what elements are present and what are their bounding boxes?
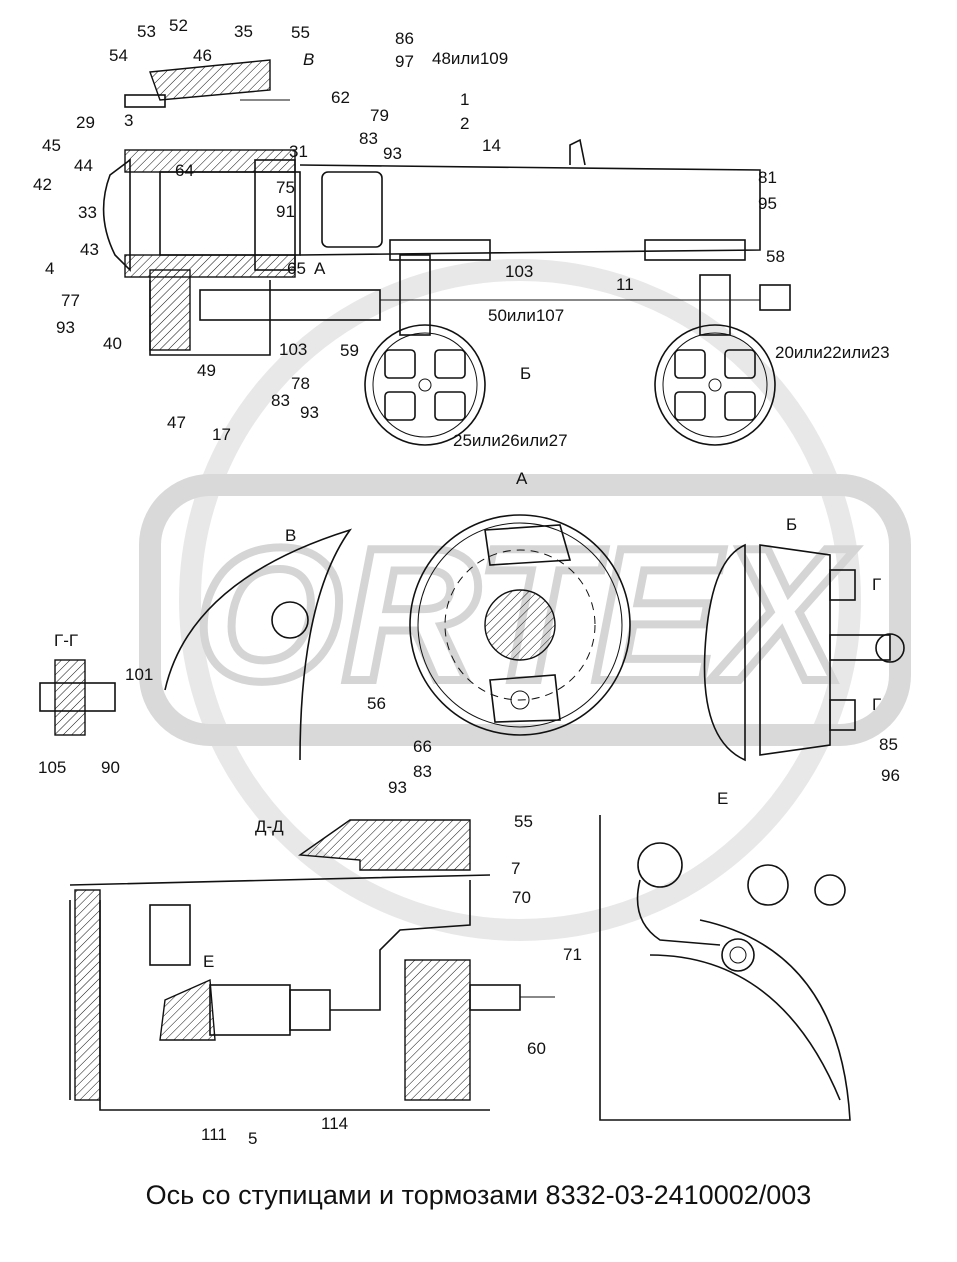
callout-label: 42 [33,175,52,194]
callout-label: 58 [766,247,785,266]
callout-label: 101 [125,665,153,684]
callout-label: 1 [460,90,469,109]
callout-label: В [285,526,296,545]
callout-label: 46 [193,46,212,65]
callout-label: 3 [124,111,133,130]
callout-label: 62 [331,88,350,107]
callout-label: 25или26или27 [453,431,568,450]
callout-label: 83 [271,391,290,410]
callout-label: 47 [167,413,186,432]
callout-label: 91 [276,202,295,221]
callout-label: 86 [395,29,414,48]
callout-label: 56 [367,694,386,713]
callout-label: Г-Г [54,631,78,650]
callout-label: 65 [287,259,306,278]
callout-label: 59 [340,341,359,360]
callout-label: Б [786,515,797,534]
callout-label: 17 [212,425,231,444]
callout-label: 95 [758,194,777,213]
callout-label: Е [203,952,214,971]
view-b-chamber-side [703,543,905,762]
callout-label: 2 [460,114,469,133]
callout-label: Д-Д [255,817,284,836]
callout-label: 111 [201,1125,227,1144]
view-e-detail [599,815,851,1121]
callout-label: 4 [45,259,54,278]
callout-label: 96 [881,766,900,785]
callout-label: 7 [511,859,520,878]
callout-label: Г [872,695,881,714]
callout-label: 29 [76,113,95,132]
callout-label: 44 [74,156,93,175]
callout-label: 70 [512,888,531,907]
hub-section-view [102,59,381,356]
callout-label: Е [717,789,728,808]
callout-label: В [303,50,314,69]
callout-label: 79 [370,106,389,125]
brake-chamber-left [364,254,486,446]
callout-label: 83 [359,129,378,148]
callout-label: 78 [291,374,310,393]
callout-label: 33 [78,203,97,222]
axle-beam [299,138,791,311]
brake-chamber-right [654,274,776,446]
callout-label: 48или109 [432,49,508,68]
callout-label: 45 [42,136,61,155]
callout-label: 53 [137,22,156,41]
callout-label: 83 [413,762,432,781]
callout-label: 66 [413,737,432,756]
callout-label: 114 [321,1114,348,1133]
callout-label: 49 [197,361,216,380]
section-d-d [69,819,555,1111]
callout-label: 85 [879,735,898,754]
callout-label: 105 [38,758,66,777]
callout-label: 60 [527,1039,546,1058]
callout-label: 5 [248,1129,257,1148]
view-b-detail [164,528,353,761]
callout-label: 14 [482,136,501,155]
callout-label: 77 [61,291,80,310]
callout-label: 93 [56,318,75,337]
callout-label: А [516,469,528,488]
callout-label: 31 [289,142,308,161]
callout-label: 93 [388,778,407,797]
callout-label: 71 [563,945,582,964]
callout-label: 52 [169,16,188,35]
callout-label: 54 [109,46,128,65]
callout-label: Г [872,575,881,594]
callout-label: 35 [234,22,253,41]
callout-label: 97 [395,52,414,71]
callout-label: 93 [300,403,319,422]
section-g-g [39,659,116,736]
view-a-brake-shield [409,514,631,736]
callout-label: 40 [103,334,122,353]
callout-label: 93 [383,144,402,163]
callout-label: 103 [279,340,307,359]
callout-label: 11 [616,275,634,294]
callout-label: 64 [175,161,194,180]
diagram-title: Ось со ступицами и тормозами 8332-03-241… [145,1180,812,1210]
callout-label: 20или22или23 [775,343,890,362]
callout-label: 90 [101,758,120,777]
callout-label: 55 [291,23,310,42]
callout-label: 81 [758,168,777,187]
callout-label: Б [520,364,531,383]
callout-label: 103 [505,262,533,281]
callout-label: 55 [514,812,533,831]
callout-label: 75 [276,178,295,197]
callout-label: 50или107 [488,306,564,325]
callout-label: А [314,259,326,278]
callout-label: 43 [80,240,99,259]
